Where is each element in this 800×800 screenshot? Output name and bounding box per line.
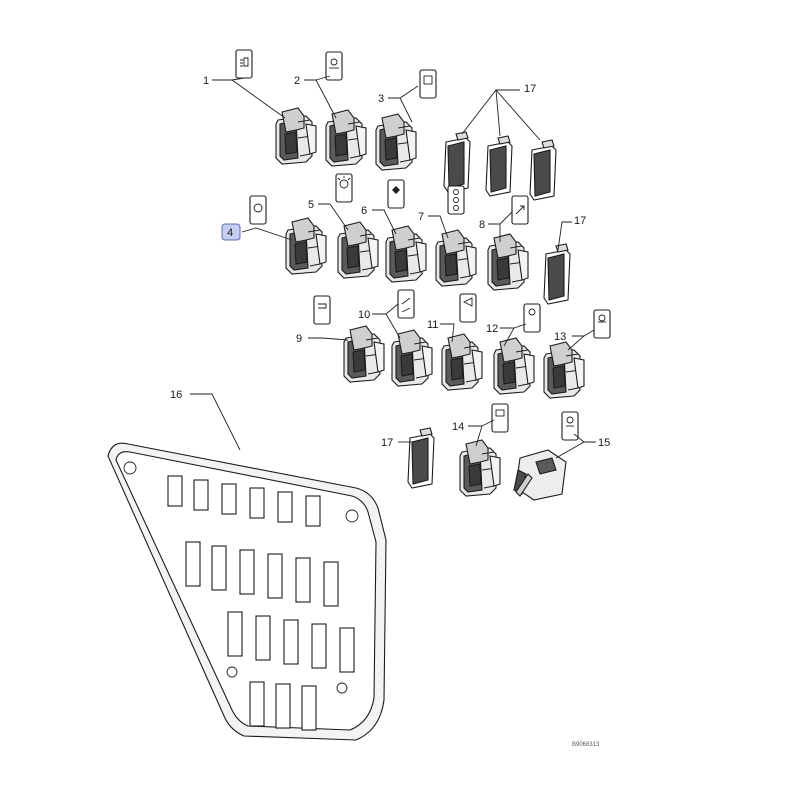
callout-16[interactable]: 16	[170, 389, 182, 401]
switch-9[interactable]: 9	[296, 295, 385, 383]
callout-4[interactable]: 4	[227, 227, 233, 239]
switch-2[interactable]: 2	[294, 51, 367, 167]
headlight-icon	[240, 57, 249, 67]
switch-1[interactable]: 1	[203, 49, 317, 165]
callout-5[interactable]: 5	[308, 199, 314, 211]
lift-arm-icon	[515, 205, 525, 215]
cab-light-card	[593, 309, 611, 339]
hitch-card	[397, 289, 415, 319]
fog-light-icon	[528, 308, 536, 316]
hitch-icon	[401, 297, 411, 313]
switch-11[interactable]: 11	[427, 293, 483, 391]
pto-card	[313, 295, 331, 325]
callout-17-mid[interactable]: 17	[574, 215, 586, 227]
callout-17-top[interactable]: 17	[524, 83, 536, 95]
suspension-icon	[453, 189, 459, 211]
blank-plug-17-low[interactable]: 17	[381, 427, 435, 489]
callout-14[interactable]: 14	[452, 421, 464, 433]
wiper-icon	[462, 297, 473, 307]
switch-13[interactable]: 13	[543, 309, 611, 399]
blank-plug-group-17-top[interactable]: 17	[443, 83, 557, 201]
rotating-beacon-icon	[337, 176, 351, 189]
reference-code: B9068313	[572, 742, 600, 748]
cab-light-icon	[598, 314, 606, 323]
switch-3[interactable]: 3	[375, 69, 437, 171]
fog-light-card	[523, 303, 541, 333]
heated-mirror-card	[491, 403, 509, 433]
pto-icon	[318, 303, 327, 309]
callout-7[interactable]: 7	[418, 211, 424, 223]
switch-5[interactable]: 5	[308, 173, 379, 279]
ignition-icon	[566, 416, 574, 427]
callout-12[interactable]: 12	[486, 323, 498, 335]
switch-10[interactable]: 10	[358, 289, 433, 387]
hazard-card	[249, 195, 267, 225]
wiper-card	[459, 293, 477, 323]
side-light-icon	[423, 75, 433, 85]
switch-15[interactable]: 15	[513, 411, 610, 501]
callout-17-low[interactable]: 17	[381, 437, 393, 449]
mount-hole	[123, 461, 359, 694]
ignition-switch-body	[513, 449, 567, 501]
callout-10[interactable]: 10	[358, 309, 370, 321]
callout-1[interactable]: 1	[203, 75, 209, 87]
callout-6[interactable]: 6	[361, 205, 367, 217]
callout-3[interactable]: 3	[378, 93, 384, 105]
switch-7[interactable]: 7	[418, 185, 477, 287]
work-light-icon	[329, 58, 339, 69]
switch-12[interactable]: 12	[486, 303, 541, 395]
switch-slots	[167, 475, 355, 731]
switch-4[interactable]: 4	[221, 195, 327, 275]
callout-4-highlight	[221, 223, 241, 241]
callout-9[interactable]: 9	[296, 333, 302, 345]
blank-plug-17-mid[interactable]: 17	[543, 215, 586, 305]
switch-14[interactable]: 14	[452, 403, 509, 497]
hazard-icon	[253, 203, 263, 213]
callout-2[interactable]: 2	[294, 75, 300, 87]
heated-mirror-icon	[495, 409, 505, 417]
callout-13[interactable]: 13	[554, 331, 566, 343]
diff-lock-icon	[392, 186, 400, 194]
suspension-card	[447, 185, 465, 215]
panel-cover-16[interactable]: 16	[107, 389, 387, 741]
work-light-card	[325, 51, 343, 81]
callout-15[interactable]: 15	[598, 437, 610, 449]
switch-6[interactable]: 6	[361, 179, 427, 283]
callout-8[interactable]: 8	[479, 219, 485, 231]
switch-8[interactable]: 8	[479, 195, 529, 291]
callout-11[interactable]: 11	[427, 319, 438, 331]
